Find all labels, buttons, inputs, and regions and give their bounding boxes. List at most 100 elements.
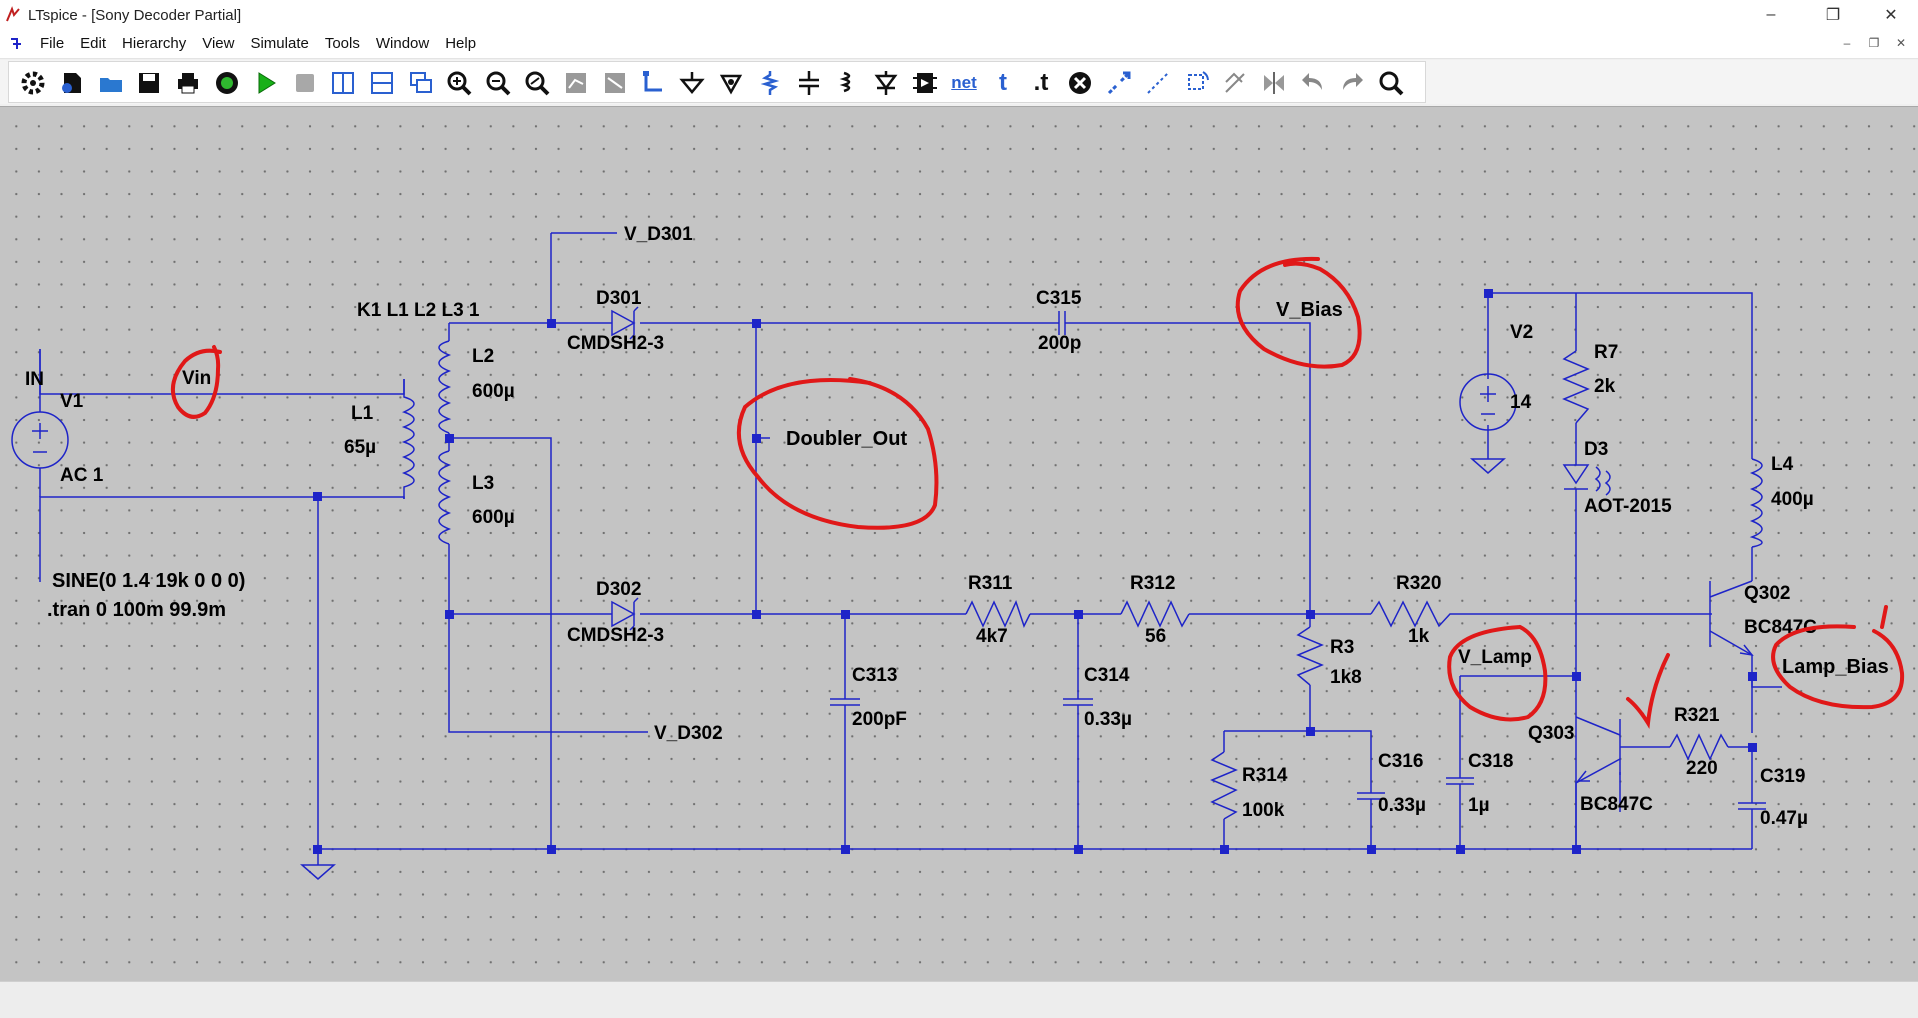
menu-hierarchy[interactable]: Hierarchy: [122, 35, 187, 52]
ground-icon[interactable]: [676, 67, 708, 99]
label-vin[interactable]: Vin: [182, 368, 211, 389]
label-net-icon[interactable]: [715, 67, 747, 99]
halt-icon[interactable]: [289, 67, 321, 99]
label-l1[interactable]: L1: [351, 403, 374, 424]
label-l2-value[interactable]: 600µ: [472, 381, 515, 402]
save-icon[interactable]: [133, 67, 165, 99]
spice-directive-icon[interactable]: net: [948, 67, 980, 99]
label-c318-value[interactable]: 1µ: [1468, 795, 1490, 816]
label-c318[interactable]: C318: [1468, 751, 1513, 772]
label-v-d302[interactable]: V_D302: [654, 723, 723, 744]
menu-simulate[interactable]: Simulate: [250, 35, 309, 52]
maximize-button[interactable]: ❐: [1825, 7, 1841, 24]
label-q303[interactable]: Q303: [1528, 723, 1574, 744]
label-r312[interactable]: R312: [1130, 573, 1175, 594]
label-d3-model[interactable]: AOT-2015: [1584, 496, 1672, 517]
label-r311[interactable]: R311: [968, 573, 1013, 594]
open-icon[interactable]: [95, 67, 127, 99]
spice-text-icon[interactable]: .t: [1025, 67, 1057, 99]
mdi-close-button[interactable]: ✕: [1895, 36, 1907, 50]
label-in[interactable]: IN: [25, 369, 44, 390]
label-r314-value[interactable]: 100k: [1242, 800, 1285, 821]
label-l4[interactable]: L4: [1771, 454, 1794, 475]
label-c314[interactable]: C314: [1084, 665, 1130, 686]
mirror-icon[interactable]: [1219, 67, 1251, 99]
mdi-restore-button[interactable]: ❐: [1868, 36, 1880, 50]
d302-diode[interactable]: [611, 597, 639, 631]
label-r320[interactable]: R320: [1396, 573, 1441, 594]
r314-resistor[interactable]: [1210, 751, 1238, 820]
label-r7-value[interactable]: 2k: [1594, 376, 1616, 397]
label-r3[interactable]: R3: [1330, 637, 1354, 658]
label-v-bias[interactable]: V_Bias: [1276, 299, 1343, 321]
move-icon[interactable]: [1103, 67, 1135, 99]
label-c315[interactable]: C315: [1036, 288, 1082, 309]
l3-inductor[interactable]: [438, 450, 452, 545]
label-l3-value[interactable]: 600µ: [472, 507, 515, 528]
label-c314-value[interactable]: 0.33µ: [1084, 709, 1132, 730]
zoom-back-icon[interactable]: [599, 67, 631, 99]
q302-transistor[interactable]: [1709, 580, 1754, 681]
schematic-doc-icon[interactable]: [8, 35, 26, 53]
schematic-canvas[interactable]: V_D301 K1 L1 L2 L3 1 D301 CMDSH2-3 C315 …: [0, 106, 1918, 982]
menu-tools[interactable]: Tools: [324, 35, 360, 52]
spice-tran-directive[interactable]: .tran 0 100m 99.9m: [47, 599, 226, 621]
autorange-icon[interactable]: [560, 67, 592, 99]
menu-help[interactable]: Help: [445, 35, 477, 52]
settings-icon[interactable]: [17, 67, 49, 99]
c314-capacitor[interactable]: [1063, 698, 1093, 706]
label-ac1[interactable]: AC 1: [60, 465, 104, 486]
c316-capacitor[interactable]: [1357, 792, 1385, 800]
r321-resistor[interactable]: [1669, 733, 1729, 761]
r3-resistor[interactable]: [1296, 626, 1324, 686]
spice-sine-text[interactable]: SINE(0 1.4 19k 0 0 0): [52, 570, 245, 592]
label-l3[interactable]: L3: [472, 473, 494, 494]
label-l4-value[interactable]: 400µ: [1771, 489, 1814, 510]
label-l2[interactable]: L2: [472, 346, 494, 367]
r311-resistor[interactable]: [965, 599, 1031, 628]
label-lamp-bias[interactable]: Lamp_Bias: [1782, 656, 1889, 678]
menu-view[interactable]: View: [202, 35, 235, 52]
zoom-fit-icon[interactable]: [521, 67, 553, 99]
tile-horizontal-icon[interactable]: [366, 67, 398, 99]
label-c316[interactable]: C316: [1378, 751, 1423, 772]
l2-inductor[interactable]: [438, 340, 452, 434]
label-c313[interactable]: C313: [852, 665, 897, 686]
v2-source[interactable]: [1459, 373, 1517, 431]
label-d301-model[interactable]: CMDSH2-3: [567, 333, 664, 354]
menu-edit[interactable]: Edit: [80, 35, 107, 52]
undo-icon[interactable]: [1297, 67, 1329, 99]
label-v-d301[interactable]: V_D301: [624, 224, 693, 245]
label-doubler-out[interactable]: Doubler_Out: [786, 428, 907, 450]
d301-diode[interactable]: [611, 306, 639, 340]
run-icon[interactable]: [250, 67, 282, 99]
text-icon[interactable]: t: [987, 67, 1019, 99]
c319-capacitor[interactable]: [1738, 802, 1766, 810]
label-r314[interactable]: R314: [1242, 765, 1288, 786]
tile-vertical-icon[interactable]: [327, 67, 359, 99]
zoom-in-icon[interactable]: [443, 67, 475, 99]
swap-icon[interactable]: [1258, 67, 1290, 99]
r7-resistor[interactable]: [1562, 350, 1590, 424]
label-c319-value[interactable]: 0.47µ: [1760, 808, 1808, 829]
c315-capacitor[interactable]: [1058, 311, 1066, 335]
zoom-out-icon[interactable]: [482, 67, 514, 99]
label-d302[interactable]: D302: [596, 579, 641, 600]
minimize-button[interactable]: –: [1766, 6, 1776, 23]
diode-icon[interactable]: [870, 67, 902, 99]
q303-transistor[interactable]: [1575, 716, 1624, 849]
label-r3-value[interactable]: 1k8: [1330, 667, 1362, 688]
label-q302[interactable]: Q302: [1744, 583, 1790, 604]
find-icon[interactable]: [1375, 67, 1407, 99]
mdi-minimize-button[interactable]: –: [1843, 36, 1851, 50]
label-l1-value[interactable]: 65µ: [344, 437, 376, 458]
label-r312-value[interactable]: 56: [1145, 626, 1166, 647]
l1-inductor[interactable]: [401, 379, 415, 499]
label-d3[interactable]: D3: [1584, 439, 1608, 460]
menu-file[interactable]: File: [40, 35, 65, 52]
label-r320-value[interactable]: 1k: [1408, 626, 1430, 647]
label-d302-model[interactable]: CMDSH2-3: [567, 625, 664, 646]
delete-icon[interactable]: [1064, 67, 1096, 99]
l4-inductor[interactable]: [1749, 458, 1763, 548]
resistor-icon[interactable]: [754, 67, 786, 99]
